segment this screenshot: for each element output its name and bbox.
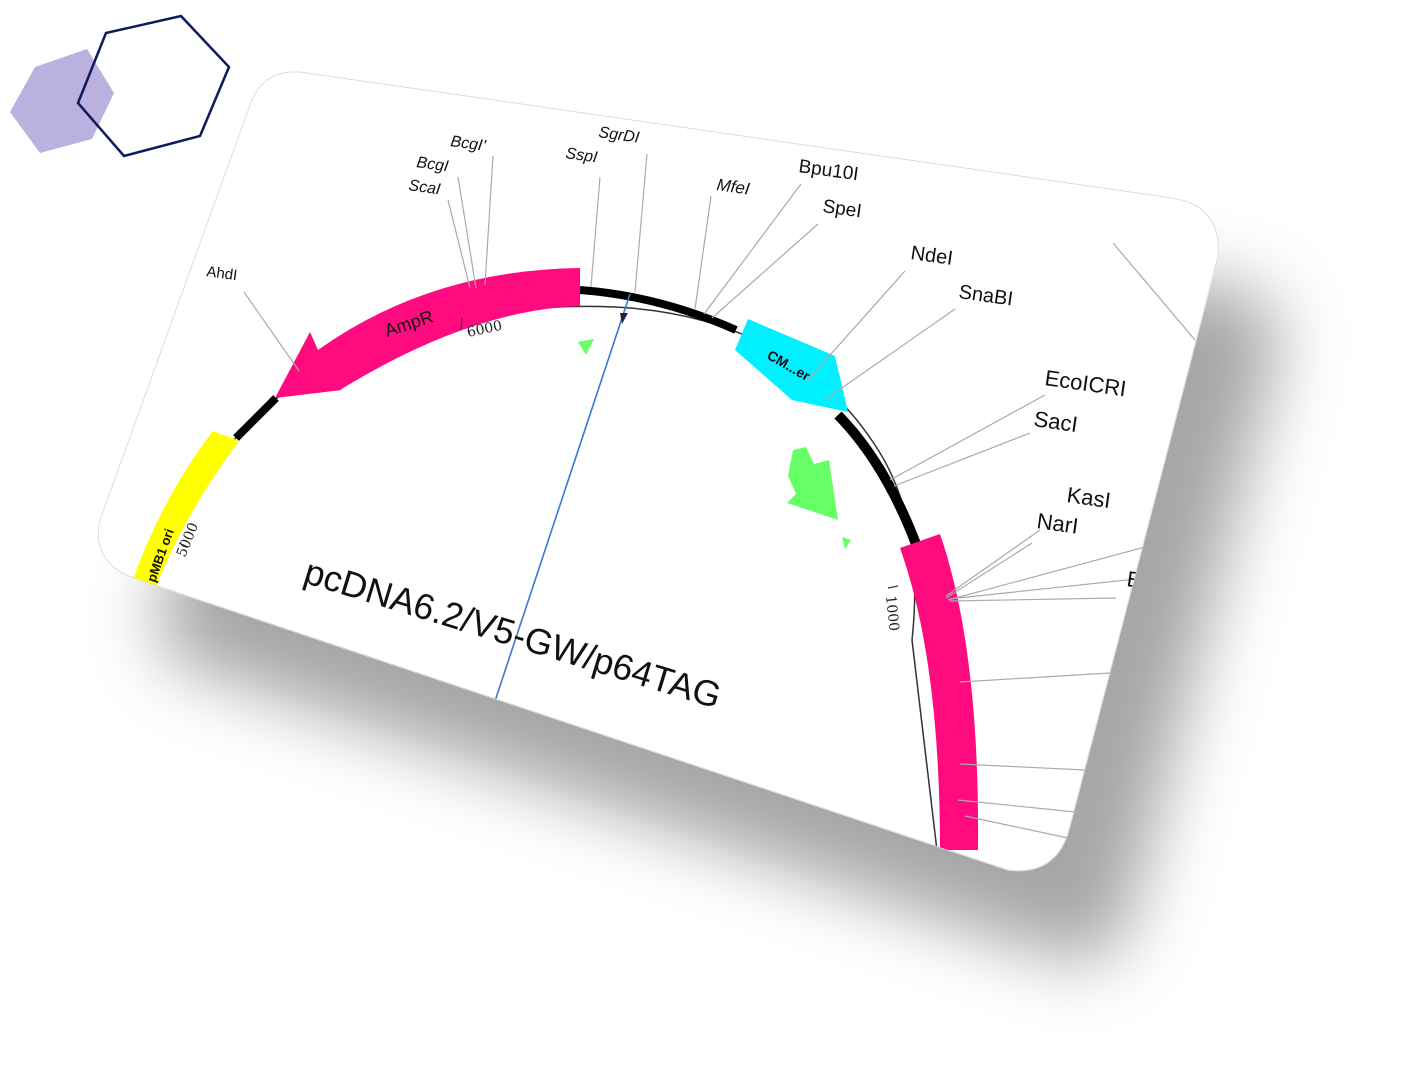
cmv-feature xyxy=(735,319,848,412)
site-label: SspI xyxy=(564,145,599,166)
backbone-right xyxy=(834,411,921,546)
site-label: SgrDI xyxy=(597,124,640,147)
gene-feature xyxy=(900,534,979,850)
ampr-feature xyxy=(275,268,580,398)
cut-site-line xyxy=(493,293,631,705)
site-label: NarI xyxy=(1035,508,1080,539)
backbone-top xyxy=(579,286,738,334)
filled-hexagon-icon xyxy=(10,49,114,153)
primer-arrow-small xyxy=(578,339,594,355)
tick-label: 1000 xyxy=(882,595,902,632)
primer-arrow-large xyxy=(787,447,838,520)
site-label: ScaI xyxy=(407,177,442,198)
primer-arrow-tiny xyxy=(842,537,851,549)
site-label: KasI xyxy=(1065,482,1112,513)
outline-hexagon-icon xyxy=(76,14,231,158)
tick-label: 6000 xyxy=(466,318,504,341)
site-label: BcgI xyxy=(415,154,450,175)
site-label: SacI xyxy=(1032,406,1079,437)
site-label: BcgI' xyxy=(449,133,487,155)
backbone-left xyxy=(233,395,279,441)
site-label: MfeI xyxy=(715,175,751,198)
site-leader-lines xyxy=(243,153,1196,839)
site-label: AhdI xyxy=(205,263,238,284)
pmb1-ori-feature xyxy=(130,431,239,598)
plasmid-card xyxy=(97,71,1219,872)
cut-site-marker xyxy=(620,313,628,324)
